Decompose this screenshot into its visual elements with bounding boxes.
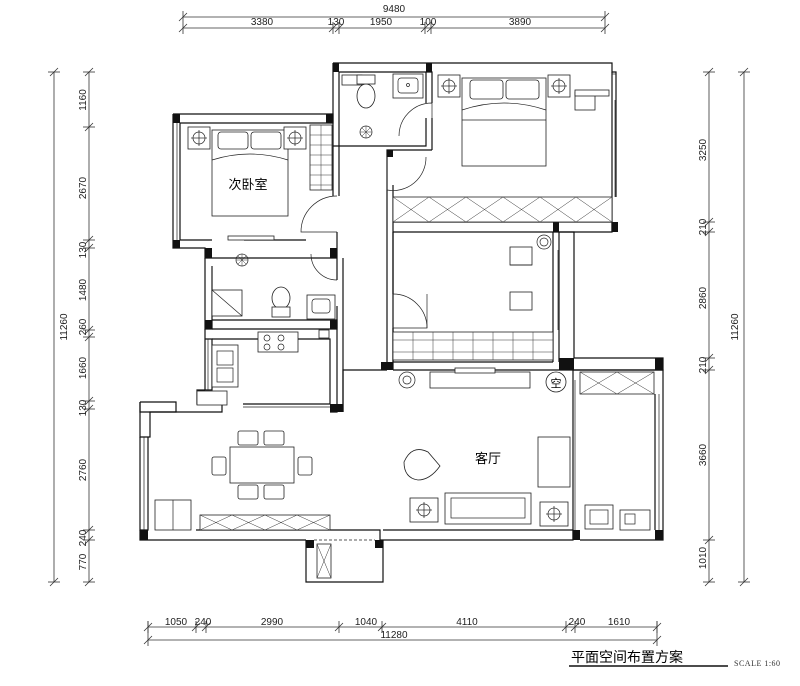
- ac-label: 空: [551, 376, 562, 390]
- dim-left-8: 2760: [78, 458, 89, 481]
- left-dimension-lines: [48, 67, 95, 587]
- kitchen-fixtures: [196, 329, 330, 406]
- top-dimension-lines: [178, 11, 610, 34]
- second-wardrobe: [227, 124, 333, 241]
- doors: [211, 102, 433, 329]
- bathroom-2-fixtures: [211, 253, 336, 320]
- dim-left-1: 1160: [78, 89, 89, 111]
- dim-top-1: 3380: [251, 17, 274, 28]
- wall-columns: [140, 63, 663, 548]
- dim-left-3: 130: [78, 241, 89, 258]
- dim-left-10: 770: [78, 553, 89, 570]
- dim-left-7: 130: [78, 399, 89, 416]
- room-label-living-room: 客厅: [475, 451, 501, 467]
- sofa: [403, 436, 571, 527]
- dim-right-6: 1010: [698, 546, 709, 569]
- dim-left-6: 1660: [78, 356, 89, 379]
- second-nightstands: [187, 126, 307, 150]
- master-bed: [461, 77, 547, 167]
- dim-left-total: 11260: [59, 313, 70, 341]
- dim-left-2: 2670: [78, 176, 89, 199]
- dim-top-4: 100: [420, 17, 437, 28]
- dim-left-5: 260: [78, 318, 89, 335]
- bathroom-1-fixtures: [341, 73, 424, 139]
- plan-title: 平面空间布置方案: [571, 649, 683, 666]
- dim-top-2: 130: [328, 17, 345, 28]
- ac-unit: [545, 371, 567, 393]
- second-bed: [211, 129, 289, 217]
- dim-right-5: 3660: [698, 443, 709, 466]
- study-furniture: [392, 234, 554, 361]
- dim-bottom-7: 1610: [608, 617, 631, 628]
- bottom-dimension-lines: [143, 621, 662, 646]
- scale-label: SCALE 1:60: [734, 659, 781, 668]
- dim-right-4: 210: [698, 356, 709, 373]
- dim-right-total: 11260: [730, 313, 741, 341]
- balcony-furniture: [579, 371, 655, 531]
- master-nightstands: [437, 74, 610, 111]
- dim-left-9: 240: [78, 529, 89, 546]
- dim-top-total: 9480: [383, 4, 406, 15]
- dim-bottom-total: 11280: [380, 630, 408, 641]
- dim-bottom-6: 240: [569, 617, 586, 628]
- dim-top-3: 1950: [370, 17, 393, 28]
- dim-top-5: 3890: [509, 17, 532, 28]
- dim-bottom-3: 2990: [261, 617, 284, 628]
- tv-cabinet: [398, 367, 531, 389]
- dining-set: [211, 430, 313, 500]
- dining-sideboard: [154, 499, 331, 531]
- windows: [143, 73, 660, 530]
- dim-bottom-2: 240: [195, 617, 212, 628]
- room-label-second-bedroom: 次卧室: [228, 177, 267, 193]
- master-wardrobe: [392, 196, 613, 223]
- dim-right-2: 210: [698, 218, 709, 235]
- dim-left-4: 1480: [78, 278, 89, 301]
- dim-right-3: 2860: [698, 286, 709, 309]
- right-dimension-lines: [703, 67, 750, 587]
- dim-bottom-4: 1040: [355, 617, 378, 628]
- dim-bottom-1: 1050: [165, 617, 188, 628]
- entry-hatch: [314, 539, 375, 579]
- dim-right-1: 3250: [698, 138, 709, 161]
- dim-bottom-5: 4110: [456, 617, 478, 628]
